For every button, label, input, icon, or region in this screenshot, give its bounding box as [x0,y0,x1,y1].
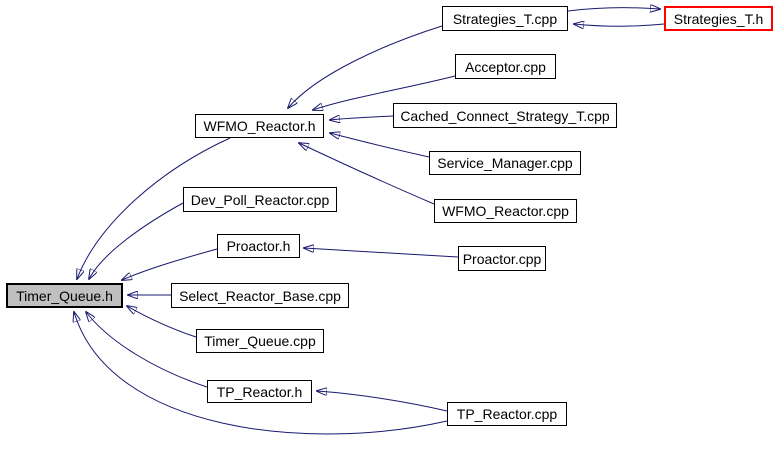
edge-strategies_t_cpp-to-strategies_t_h [567,8,660,11]
edge-cached_connect_strategy_t_cpp-to-wfmo_reactor_h [330,116,394,120]
node-proactor-cpp[interactable]: Proactor.cpp [458,246,546,271]
node-strategies-t-h[interactable]: Strategies_T.h [664,6,773,31]
node-strategies-t-cpp[interactable]: Strategies_T.cpp [442,6,568,31]
edge-dev_poll_reactor_cpp-to-timer_queue_h [89,202,184,279]
edge-timer_queue_cpp-to-timer_queue_h [127,306,197,338]
edge-strategies_t_h-to-strategies_t_cpp [574,24,665,26]
node-dev-poll-reactor-cpp[interactable]: Dev_Poll_Reactor.cpp [183,187,337,212]
edge-tp_reactor_cpp-to-tp_reactor_h [317,391,448,412]
edge-acceptor_cpp-to-wfmo_reactor_h [313,75,456,110]
node-cached-connect-strategy-t-cpp[interactable]: Cached_Connect_Strategy_T.cpp [393,103,617,128]
edge-tp_reactor_cpp-to-timer_queue_h [74,312,448,435]
node-proactor-h[interactable]: Proactor.h [217,234,300,258]
node-wfmo-reactor-cpp[interactable]: WFMO_Reactor.cpp [434,199,577,223]
node-acceptor-cpp[interactable]: Acceptor.cpp [455,54,556,79]
edge-tp_reactor_h-to-timer_queue_h [86,312,208,388]
edge-wfmo_reactor_cpp-to-wfmo_reactor_h [299,143,435,205]
node-select-reactor-base-cpp[interactable]: Select_Reactor_Base.cpp [171,283,349,308]
edge-strategies_t_cpp-to-wfmo_reactor_h [288,25,443,108]
edge-service_manager_cpp-to-wfmo_reactor_h [330,133,430,158]
node-service-manager-cpp[interactable]: Service_Manager.cpp [429,151,581,175]
edge-wfmo_reactor_h-to-timer_queue_h [77,137,231,279]
edge-proactor_cpp-to-proactor_h [304,248,459,258]
node-timer-queue-h: Timer_Queue.h [6,283,123,308]
node-tp-reactor-h[interactable]: TP_Reactor.h [207,380,312,403]
node-timer-queue-cpp[interactable]: Timer_Queue.cpp [196,329,324,353]
node-tp-reactor-cpp[interactable]: TP_Reactor.cpp [447,402,567,426]
edge-proactor_h-to-timer_queue_h [122,248,218,280]
node-wfmo-reactor-h[interactable]: WFMO_Reactor.h [195,114,324,138]
